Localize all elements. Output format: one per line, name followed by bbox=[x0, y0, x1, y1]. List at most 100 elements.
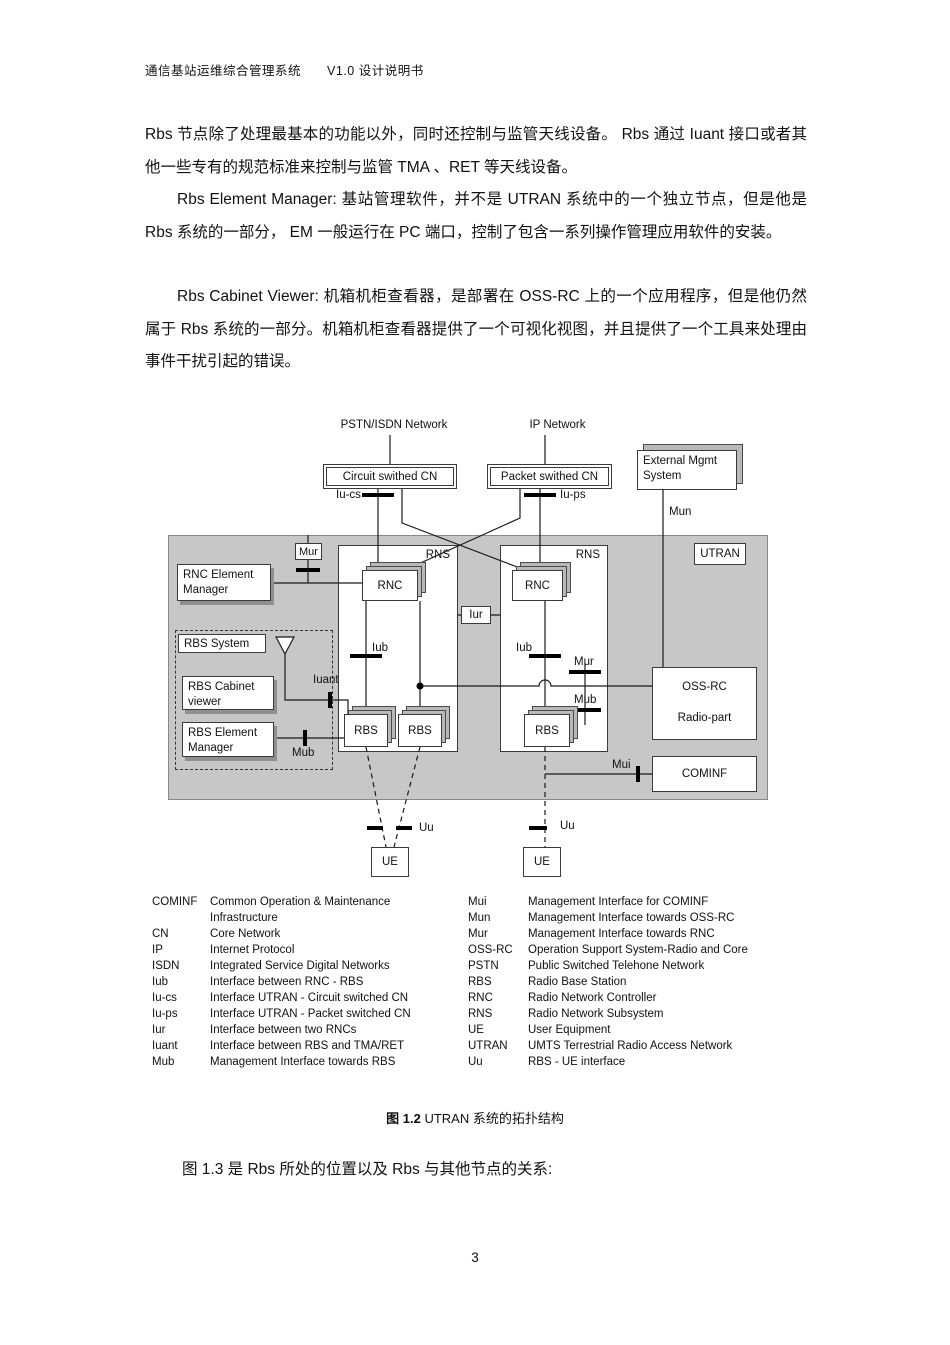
antenna-icon bbox=[275, 636, 349, 714]
legend-row: RNS Radio Network Subsystem bbox=[468, 1006, 808, 1022]
legend-abbr: Iu-cs bbox=[152, 992, 177, 1004]
doc-title: 通信基站运维综合管理系统 bbox=[145, 64, 302, 78]
oss-rc-title: OSS-RC bbox=[682, 681, 727, 693]
legend-def: Radio Network Subsystem bbox=[528, 1008, 664, 1020]
legend-abbr: Mun bbox=[468, 912, 491, 924]
iur-label-box: Iur bbox=[461, 606, 491, 624]
legend-row: COMINF Common Operation & Maintenance Inf… bbox=[152, 894, 460, 926]
legend-def: User Equipment bbox=[528, 1024, 611, 1036]
caption-text: UTRAN 系统的拓扑结构 bbox=[424, 1111, 564, 1126]
legend-abbr: UE bbox=[468, 1024, 484, 1036]
rnc-element-manager-box: RNC Element Manager bbox=[177, 564, 271, 601]
legend-def: Management Interface towards RNC bbox=[528, 928, 715, 940]
legend-def: Radio Network Controller bbox=[528, 992, 657, 1004]
legend-def: Radio Base Station bbox=[528, 976, 627, 988]
rbs-system-label: RBS System bbox=[178, 634, 266, 653]
rbs-box-left-2: RBS bbox=[398, 714, 442, 747]
ue-box-left: UE bbox=[371, 847, 409, 877]
iu-ps-label: Iu-ps bbox=[560, 489, 586, 501]
paragraph-3: Rbs Cabinet Viewer: 机箱机柜查看器，是部署在 OSS-RC … bbox=[145, 288, 807, 370]
legend-def: Management Interface towards RBS bbox=[210, 1056, 396, 1068]
cominf-box: COMINF bbox=[652, 756, 757, 792]
legend-def: Integrated Service Digital Networks bbox=[210, 960, 390, 972]
legend-abbr: Mur bbox=[468, 928, 488, 940]
legend-def: Interface between RNC - RBS bbox=[210, 976, 364, 988]
legend-abbr: Iub bbox=[152, 976, 168, 988]
junction-dot bbox=[416, 682, 424, 690]
legend-row: Iu-cs Interface UTRAN - Circuit switched … bbox=[152, 990, 460, 1006]
legend-abbr: IP bbox=[152, 944, 163, 956]
legend-def: Internet Protocol bbox=[210, 944, 295, 956]
doc-subtitle: V1.0 设计说明书 bbox=[327, 64, 424, 78]
mur-top-label-box: Mur bbox=[295, 543, 322, 560]
legend-abbr: COMINF bbox=[152, 896, 198, 908]
utran-label-box: UTRAN bbox=[694, 543, 746, 565]
iub-left-label: Iub bbox=[372, 642, 388, 654]
legend-row: IP Internet Protocol bbox=[152, 942, 460, 958]
rnc-left-box: RNC bbox=[362, 570, 418, 601]
mun-label: Mun bbox=[669, 506, 692, 518]
legend-row: RNC Radio Network Controller bbox=[468, 990, 808, 1006]
legend-left-column: COMINF Common Operation & Maintenance Inf… bbox=[152, 894, 460, 1070]
oss-rc-box: OSS-RC Radio-part bbox=[652, 667, 757, 740]
figure-caption: 图 1.2 UTRAN 系统的拓扑结构 bbox=[0, 1108, 950, 1127]
legend-def: Common Operation & Maintenance Infrastru… bbox=[210, 896, 391, 924]
rns-right-label: RNS bbox=[575, 549, 600, 561]
legend-def: Interface between two RNCs bbox=[210, 1024, 357, 1036]
legend-row: UE User Equipment bbox=[468, 1022, 808, 1038]
mui-label: Mui bbox=[612, 759, 631, 771]
legend-def: Public Switched Telehone Network bbox=[528, 960, 705, 972]
diagram-lines bbox=[271, 435, 664, 848]
interface-ticks bbox=[296, 493, 640, 830]
caption-fig: 图 bbox=[386, 1111, 400, 1126]
legend-def: Management Interface towards OSS-RC bbox=[528, 912, 735, 924]
iu-cs-label: Iu-cs bbox=[336, 489, 361, 501]
packet-cn-box: Packet swithed CN bbox=[487, 464, 612, 489]
paragraph-2: Rbs Element Manager: 基站管理软件，并不是 UTRAN 系统… bbox=[145, 191, 807, 241]
uu-right-label: Uu bbox=[560, 820, 575, 832]
legend-abbr: RNC bbox=[468, 992, 493, 1004]
legend-abbr: ISDN bbox=[152, 960, 180, 972]
legend-def: Core Network bbox=[210, 928, 281, 940]
legend-abbr: Iur bbox=[152, 1024, 166, 1036]
paragraph-4: 图 1.3 是 Rbs 所处的位置以及 Rbs 与其他节点的关系: bbox=[182, 1161, 553, 1178]
legend-def: Interface UTRAN - Circuit switched CN bbox=[210, 992, 409, 1004]
legend-row: Iur Interface between two RNCs bbox=[152, 1022, 460, 1038]
rnc-right-box: RNC bbox=[512, 570, 563, 601]
legend-abbr: PSTN bbox=[468, 960, 499, 972]
legend-row: PSTN Public Switched Telehone Network bbox=[468, 958, 808, 974]
legend-abbr: Mub bbox=[152, 1056, 175, 1068]
paragraph-1: Rbs 节点除了处理最基本的功能以外，同时还控制与监管天线设备。 Rbs 通过 … bbox=[145, 126, 807, 176]
iub-right-label: Iub bbox=[516, 642, 532, 654]
page-header: 通信基站运维综合管理系统 V1.0 设计说明书 bbox=[145, 60, 424, 79]
legend-def: Operation Support System-Radio and Core bbox=[528, 944, 748, 956]
utran-topology-diagram: RNS RNS RBS System bbox=[150, 415, 800, 893]
rbs-cabinet-viewer-box: RBS Cabinet viewer bbox=[182, 676, 274, 710]
rbs-element-manager-box: RBS Element Manager bbox=[182, 722, 274, 757]
legend-abbr: Mui bbox=[468, 896, 487, 908]
ue-box-right: UE bbox=[523, 847, 561, 877]
caption-number: 1.2 bbox=[402, 1111, 421, 1126]
legend-row: Uu RBS - UE interface bbox=[468, 1054, 808, 1070]
rbs-system-box: RBS System bbox=[175, 630, 333, 770]
legend-def: Interface UTRAN - Packet switched CN bbox=[210, 1008, 411, 1020]
legend-abbr: RNS bbox=[468, 1008, 493, 1020]
rbs-box-right: RBS bbox=[524, 714, 570, 747]
mur-right-label: Mur bbox=[574, 656, 594, 668]
legend-abbr: Uu bbox=[468, 1056, 483, 1068]
legend-row: Mub Management Interface towards RBS bbox=[152, 1054, 460, 1070]
legend-abbr: Iu-ps bbox=[152, 1008, 178, 1020]
legend-abbr: RBS bbox=[468, 976, 492, 988]
uu-left-label: Uu bbox=[419, 822, 434, 834]
legend-def: Interface between RBS and TMA/RET bbox=[210, 1040, 405, 1052]
circuit-cn-box: Circuit swithed CN bbox=[323, 464, 457, 489]
legend-def: RBS - UE interface bbox=[528, 1056, 626, 1068]
pstn-network-label: PSTN/ISDN Network bbox=[340, 419, 448, 431]
external-mgmt-box: External Mgmt System bbox=[637, 450, 737, 490]
ip-network-label: IP Network bbox=[529, 419, 586, 431]
